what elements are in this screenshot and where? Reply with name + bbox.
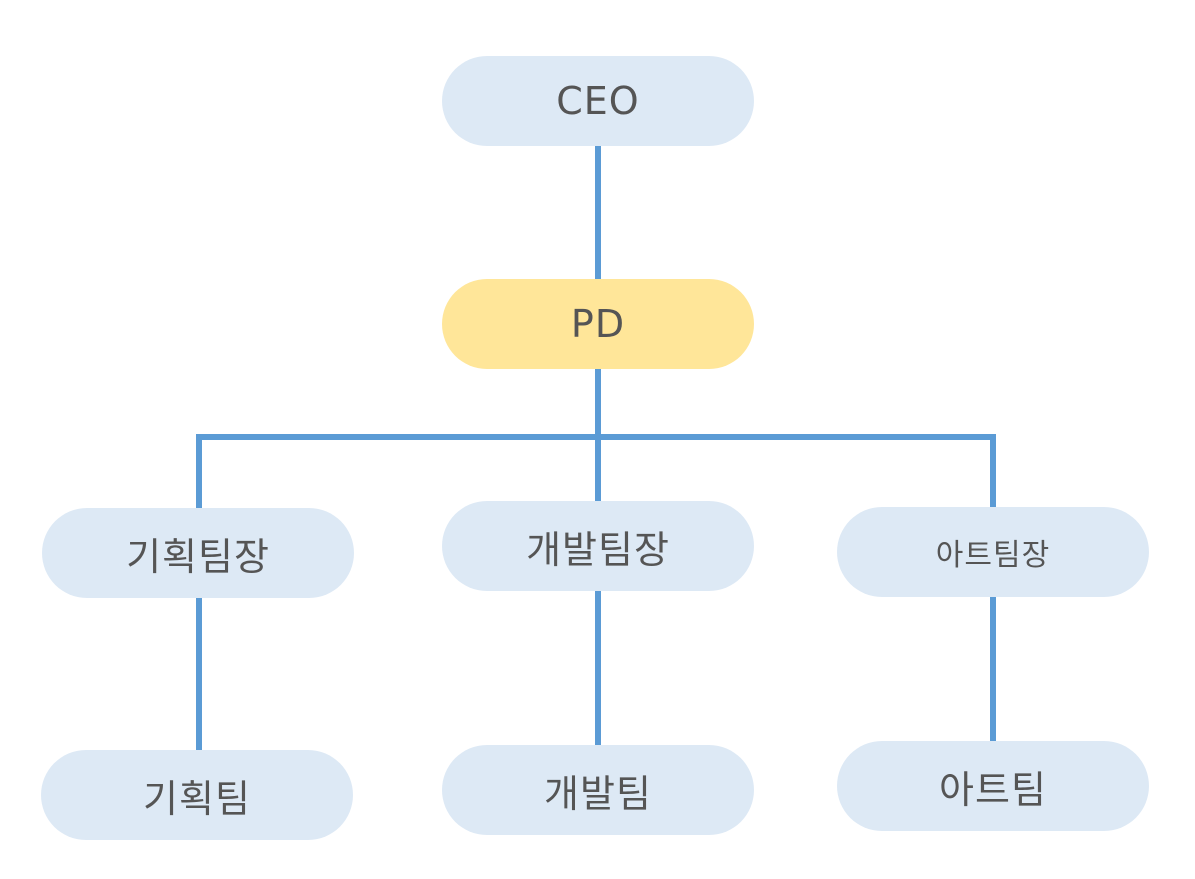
node-dev-lead: 개발팀장 <box>442 501 754 591</box>
node-pd: PD <box>442 279 754 369</box>
node-planning-lead: 기획팀장 <box>42 508 354 598</box>
connector-planning-lead-team <box>196 597 202 751</box>
node-art-team: 아트팀 <box>837 741 1149 831</box>
connector-bar-planning-lead <box>196 434 202 510</box>
node-planning-team: 기획팀 <box>41 750 353 840</box>
connector-art-lead-team <box>990 596 996 742</box>
connector-ceo-pd <box>595 145 601 280</box>
node-dev-team: 개발팀 <box>442 745 754 835</box>
connector-horizontal-bar <box>196 434 996 440</box>
connector-bar-art-lead <box>990 434 996 508</box>
connector-dev-lead-team <box>595 589 601 746</box>
node-art-lead: 아트팀장 <box>837 507 1149 597</box>
node-ceo: CEO <box>442 56 754 146</box>
